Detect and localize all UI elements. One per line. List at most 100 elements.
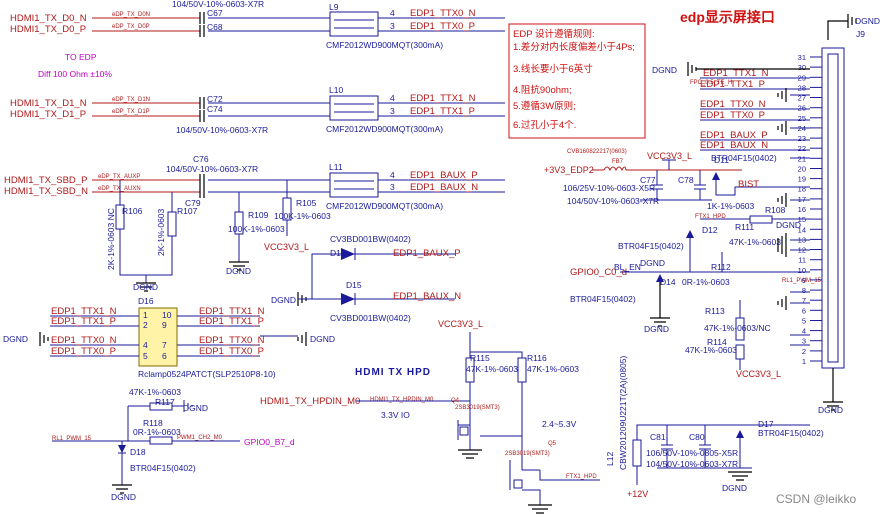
diode-value: BTR04F15(0402) [758, 428, 824, 438]
decoupling-caps [661, 425, 711, 468]
net-label: HDMI1_TX_D1_N [10, 98, 87, 109]
connector-pin-number: 5 [802, 317, 806, 326]
net-label: HDMI1_TX_HPDIN_M0 [370, 397, 434, 403]
net-label: EDP1_BAUX_N [700, 140, 768, 151]
ic-value: Rclamp0524PATCT(SLP2510P8-10) [138, 369, 276, 379]
connector-footprint: FPC_0.5_TE_H [690, 80, 732, 86]
cap-value: 104/50V-10%-0603-X7R [567, 196, 659, 206]
diode-ref: D13 [330, 248, 346, 258]
net-label: EDP1_TTX0_P [700, 110, 765, 121]
ground-symbol [458, 449, 482, 459]
common-mode-choke-l10 [329, 95, 379, 121]
resistor-value: 1K-1%-0603 [707, 201, 755, 211]
cap-ref: C80 [689, 432, 705, 442]
common-mode-choke-l11 [329, 172, 379, 198]
resistor-ref: R116 [527, 353, 547, 363]
resistor-r107 [167, 211, 177, 237]
ground-label: DGND [111, 492, 136, 502]
net-label: HDMI1_TX_SBD_N [4, 186, 88, 197]
net-label: EDP1_TTX1_P [51, 316, 116, 327]
cap-ref: C79 [185, 198, 201, 208]
rule-item: 6.过孔小于4个. [513, 119, 576, 131]
net-label: EDP1_BAUX_P [393, 248, 461, 259]
pin-number: 3 [390, 21, 395, 31]
resistor-ref: R118 [143, 418, 163, 428]
net-label: EDP1_TTX0_P [410, 21, 475, 32]
choke-value: CMF2012WD900MQT(300mA) [326, 201, 443, 211]
ground-label: DGND [818, 405, 843, 415]
resistor-value: 100K-1%-0603 [228, 224, 285, 234]
ground-label: DGND [183, 403, 208, 413]
connector-pin-number: 18 [798, 185, 806, 194]
cap-value: 104/50V-10%-0603-X7R [176, 125, 268, 135]
power-label: +3V3_EDP2 [544, 165, 594, 175]
ground-symbol [650, 282, 670, 327]
connector-pin-number: 9 [802, 276, 806, 285]
net-label: HDMI1_TX_HPDIN_M0 [260, 396, 360, 407]
diode-ref: D17 [758, 419, 774, 429]
resistor-value: 100K-1%-0603 [274, 211, 331, 221]
cap-ref: C74 [207, 104, 223, 114]
resistor-value: 47K-1%-0603/NC [704, 323, 771, 333]
diode-d13 [341, 248, 355, 260]
net-label: EDP1_TTX1_P [199, 316, 264, 327]
resistor-ref: R109 [248, 210, 269, 220]
note-to-edp: TO EDP [65, 52, 97, 62]
ground-symbol [136, 282, 156, 292]
connector-pin-number: 22 [798, 144, 806, 153]
diode-value: BTR04F15(0402) [130, 463, 196, 473]
resistor-ref: R108 [765, 205, 786, 215]
net-label: EDP1_BAUX_N [410, 182, 478, 193]
net-label: FTX1_HPD [566, 474, 597, 480]
common-mode-choke-l9 [329, 11, 379, 37]
pin-number: 10 [162, 310, 172, 320]
net-label: eDP_TX_D0N [112, 12, 150, 18]
ground-label: DGND [310, 334, 335, 344]
connector-pin-number: 6 [802, 306, 806, 315]
cap-value: 104/50V-10%-0603-X7R [646, 459, 738, 469]
connector-pin-number: 25 [798, 114, 806, 123]
cap-value: 106/25V-10%-0603-X5R [563, 183, 655, 193]
connector-pin-number: 21 [798, 154, 806, 163]
net-label: PWM1_CH2_M0 [177, 435, 223, 441]
choke-value: CMF2012WD900MQT(300mA) [326, 124, 443, 134]
connector-pin-number: 20 [798, 165, 806, 174]
net-label: HDMI1_TX_SBD_P [4, 175, 87, 186]
pin-number: 9 [162, 320, 167, 330]
choke-ref: L9 [329, 2, 339, 12]
transistor-ref: Q5 [548, 441, 557, 447]
net-label: HDMI1_TX_D0_P [10, 24, 86, 35]
net-label: HDMI1_TX_D0_N [10, 13, 87, 24]
net-label: EDP1_TTX0_N [410, 8, 476, 19]
rule-item: 5.遵循3W原则; [513, 100, 576, 112]
net-label: EDP1_TTX0_P [51, 346, 116, 357]
ground-symbol [297, 332, 307, 346]
ferrite-ref: FB7 [612, 159, 624, 165]
pin-number: 4 [390, 93, 395, 103]
cap-value: 104/50V-10%-0603-X7R [172, 0, 264, 9]
connector-pin-number: 10 [798, 266, 806, 275]
cap-value: 104/50V-10%-0603-X7R [166, 164, 258, 174]
pin-number: 1 [143, 310, 148, 320]
net-label: GPIO0_B7_d [244, 437, 295, 447]
diode-value: CV3BD001BW(0402) [330, 313, 411, 323]
ground-label: DGND [133, 282, 158, 292]
rule-item: 3.线长要小于6英寸 [513, 63, 593, 75]
diode-ref: D18 [130, 447, 146, 457]
choke-value: CMF2012WD900MQT(300mA) [326, 40, 443, 50]
net-label: EDP1_TTX0_P [199, 346, 264, 357]
cap-ref: C72 [207, 94, 223, 104]
connector-pin-number: 2 [802, 347, 806, 356]
net-label: GPIO0_C0_d [570, 267, 627, 278]
connector-pin-number: 23 [798, 134, 806, 143]
cap-ref: C67 [207, 8, 223, 18]
inductor-value: CBW201209U221T(2A)(0805) [618, 355, 628, 470]
rule-item: 4.阻抗90ohm; [513, 84, 572, 96]
rules-heading: EDP 设计遵循规则: [513, 28, 595, 40]
diode-ref: D11 [714, 155, 729, 165]
net-label: EDP1_BAUX_N [393, 291, 461, 302]
section-title: HDMI TX HPD [355, 367, 431, 378]
net-label: BL_EN [614, 262, 641, 272]
diode-d11 [712, 172, 720, 180]
diode-d15 [341, 293, 355, 305]
